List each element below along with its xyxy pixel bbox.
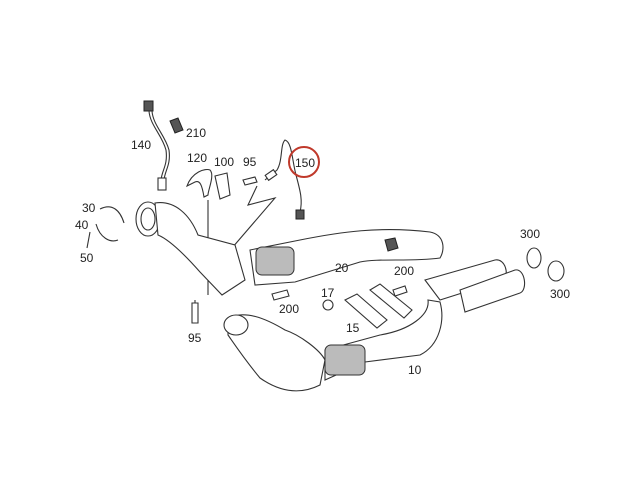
callout-100: 100 [214, 155, 234, 169]
highlight-circle-150 [288, 146, 320, 178]
callout-120: 120 [187, 151, 207, 165]
pipe-10 [223, 299, 443, 392]
clamp-40 [95, 223, 119, 242]
callout-50: 50 [80, 251, 94, 265]
nut-17 [322, 299, 334, 311]
callout-210: 210 [186, 126, 206, 140]
callout-95: 95 [243, 155, 257, 169]
bolt-95 [242, 176, 258, 186]
callout-17: 17 [321, 286, 335, 300]
clip-210 [169, 117, 184, 134]
callout-95-lower: 95 [188, 331, 202, 345]
callout-15: 15 [346, 321, 360, 335]
oxygen-sensor-140 [143, 100, 170, 191]
callout-30: 30 [82, 201, 96, 215]
pipe-20 [135, 201, 444, 296]
clamp-300-bottom [547, 260, 565, 282]
clamp-300-top [526, 247, 542, 269]
callout-10: 10 [408, 363, 422, 377]
callout-140: 140 [131, 138, 151, 152]
callout-300-top: 300 [520, 227, 540, 241]
bolt-95-lower [191, 302, 199, 324]
callout-20: 20 [335, 261, 349, 275]
clamp-30 [99, 206, 125, 224]
heat-shield-120 [186, 168, 213, 198]
callout-200: 200 [394, 264, 414, 278]
bolt-200-left [271, 289, 290, 301]
callout-150: 150 [295, 156, 315, 170]
tail-pipes [424, 259, 526, 313]
gasket-15b [369, 283, 413, 319]
oxygen-sensor-150 [264, 139, 305, 220]
bolt-50 [86, 231, 91, 249]
callout-200-left: 200 [279, 302, 299, 316]
gasket-15 [344, 293, 388, 329]
bolt-200 [392, 285, 408, 297]
callout-300-bottom: 300 [550, 287, 570, 301]
callout-40: 40 [75, 218, 89, 232]
bracket-100 [214, 172, 231, 200]
